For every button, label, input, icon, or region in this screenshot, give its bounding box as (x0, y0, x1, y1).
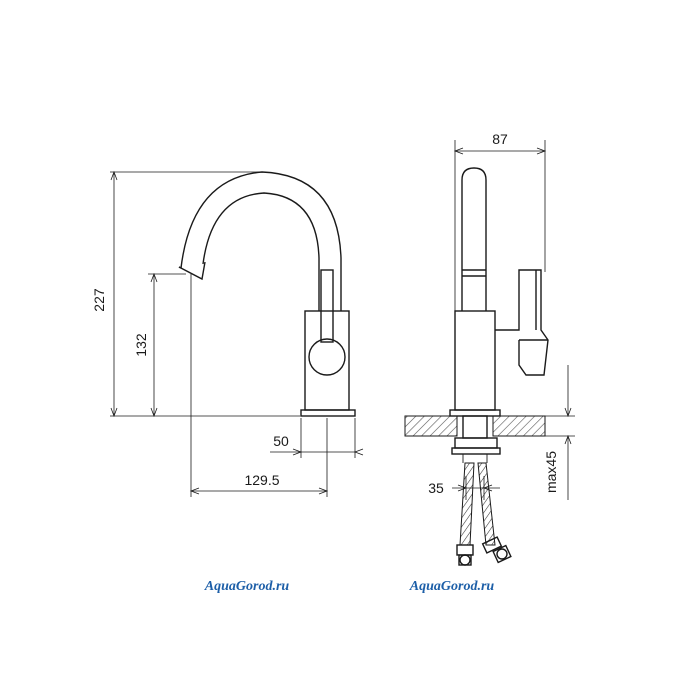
dim-50: 50 (273, 433, 289, 449)
side-spout (461, 167, 487, 311)
dim-35: 35 (428, 480, 444, 496)
dim-129-5: 129.5 (244, 472, 279, 488)
front-lever-knob (308, 338, 346, 376)
fitting-left (456, 544, 474, 556)
side-lever (495, 269, 549, 376)
front-body (304, 310, 350, 411)
dim-max45: max45 (543, 451, 559, 493)
front-lever-stem (320, 269, 334, 343)
front-spout-inner (202, 192, 320, 311)
front-base-plate (300, 409, 356, 417)
hose-left (459, 462, 475, 546)
front-view (178, 171, 356, 417)
counter-top-right (492, 415, 546, 437)
fitting-right (481, 536, 503, 554)
counter-top-left (404, 415, 458, 437)
side-base-plate (449, 409, 501, 417)
watermark-right: AquaGorod.ru (409, 579, 495, 594)
dim-87: 87 (492, 131, 508, 147)
side-view (404, 167, 549, 566)
front-spout-outer (180, 171, 342, 311)
shank (462, 415, 488, 439)
front-dimensions: 227 132 50 129.5 (91, 170, 364, 497)
dim-227: 227 (91, 288, 107, 312)
front-spout-tip (178, 261, 206, 281)
dim-132: 132 (133, 333, 149, 357)
hose-right (477, 462, 496, 546)
watermark-left: AquaGorod.ru (204, 579, 290, 594)
side-dimensions: 87 max45 35 (428, 131, 575, 500)
side-body (454, 310, 496, 411)
fixing-nut (454, 437, 498, 449)
